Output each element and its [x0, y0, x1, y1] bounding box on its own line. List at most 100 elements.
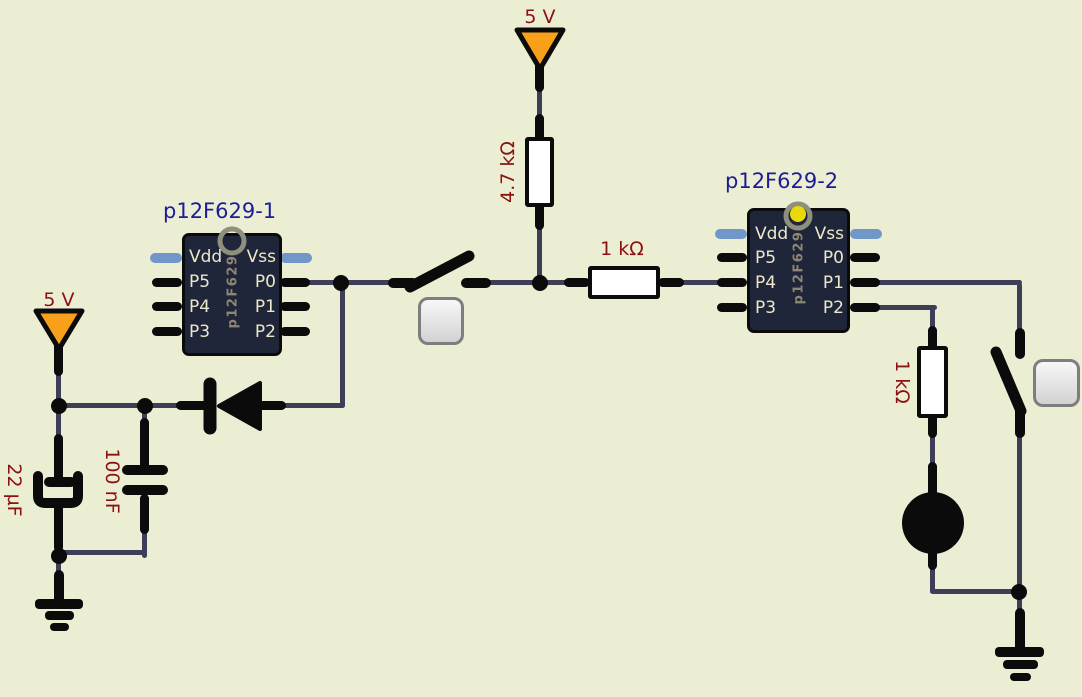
chip1-pin-p4	[152, 302, 182, 311]
junction-dot	[51, 398, 67, 414]
chip2-pin-label: P5	[755, 248, 777, 268]
chip2-pin-label: P2	[822, 298, 844, 318]
resistor-1k-led[interactable]	[917, 346, 948, 418]
wire-segment	[56, 556, 61, 576]
resistor-4k7-label: 4.7 kΩ	[497, 141, 519, 203]
chip1-title: p12F629-1	[163, 199, 277, 223]
chip2-pin-label: P3	[755, 298, 777, 318]
chip1-pin-p2	[280, 327, 310, 336]
chip2-pin-vdd	[715, 229, 747, 239]
chip2-pin-label: P0	[822, 248, 844, 268]
chip1-pin-vdd	[150, 253, 182, 263]
wire-segment	[537, 86, 542, 120]
junction-dot	[51, 548, 67, 564]
chip1-pin-vss	[280, 253, 312, 263]
ground-left-bar	[50, 623, 69, 631]
ground-right-bar	[995, 647, 1044, 657]
chip2-pin-p0	[850, 253, 880, 262]
junction-dot	[137, 398, 153, 414]
wire-segment	[59, 550, 147, 555]
chip2-pin-label: P1	[822, 273, 844, 293]
cap-lead	[140, 494, 149, 534]
wire-segment	[678, 280, 724, 285]
chip2-part-label: p12F629	[791, 230, 807, 305]
wire-segment	[931, 589, 1022, 594]
switch-mid-contact[interactable]	[388, 278, 418, 288]
resistor-1k-series[interactable]	[588, 266, 660, 299]
wire-segment	[142, 530, 147, 558]
chip1-pin-label: P1	[254, 297, 276, 317]
pushbutton-mid[interactable]	[418, 297, 464, 345]
led-lead	[928, 462, 937, 496]
chip1-pin-label: P0	[254, 272, 276, 292]
cap-22uf-label: 22 µF	[3, 463, 25, 517]
chip2-pin-p4	[717, 278, 747, 287]
chip2-pin-p5	[717, 253, 747, 262]
resistor-lead	[535, 202, 544, 230]
ground-left-stem[interactable]	[54, 570, 64, 604]
wire-segment	[930, 566, 935, 594]
led-lead	[928, 550, 937, 570]
resistor-1k-led-label: 1 kΩ	[891, 360, 913, 404]
wire-segment	[59, 403, 149, 408]
chip1-pin-p5	[152, 278, 182, 287]
chip1-pin-p1	[280, 302, 310, 311]
switch-mid-contact[interactable]	[461, 278, 491, 288]
wire-segment	[142, 408, 147, 424]
switch-right-contact[interactable]	[1015, 328, 1025, 359]
chip2-pin-label: Vss	[814, 224, 844, 244]
led-indicator[interactable]	[902, 492, 964, 554]
diode-lead	[254, 401, 286, 410]
chip1-pin-label: P3	[189, 322, 211, 342]
cap-22uf-plate[interactable]	[44, 477, 76, 487]
wire-segment	[875, 305, 937, 310]
wire-segment	[340, 285, 345, 408]
wire-segment	[930, 434, 935, 468]
wire-segment	[56, 370, 61, 410]
wire-segment	[537, 226, 542, 286]
wire-segment	[283, 403, 345, 408]
resistor-lead	[564, 278, 590, 287]
cap-lead	[54, 434, 63, 484]
chip2-pin-p1	[850, 278, 880, 287]
resistor-lead	[535, 114, 544, 142]
ground-left-bar	[45, 611, 74, 620]
chip1-part-label: p12F629	[225, 254, 241, 329]
wire-segment	[1017, 283, 1022, 335]
chip2-pin-label: P4	[755, 273, 777, 293]
chip1-pin-label: Vdd	[189, 247, 223, 267]
cap-100nf-label: 100 nF	[101, 448, 123, 514]
cap-100nf-plate[interactable]	[122, 485, 168, 495]
supply-left-label: 5 V	[43, 289, 75, 311]
chip1-pin-label: P4	[189, 297, 211, 317]
wire-segment	[306, 280, 396, 285]
wire-segment	[486, 280, 574, 285]
ground-left-bar	[35, 599, 83, 609]
cap-lead	[140, 418, 149, 470]
pushbutton-right[interactable]	[1033, 359, 1080, 407]
resistor-lead	[928, 412, 937, 438]
cap-lead	[54, 502, 63, 552]
ground-right-stem[interactable]	[1015, 608, 1025, 652]
chip2-pin-label: Vdd	[755, 224, 789, 244]
diode-lead	[176, 401, 208, 410]
wire-segment	[145, 403, 180, 408]
junction-dot	[333, 275, 349, 291]
resistor-4k7[interactable]	[525, 137, 554, 207]
wire-segment	[56, 408, 61, 440]
chip1-pin-p0	[280, 278, 310, 287]
chip1-pin-label: P2	[254, 322, 276, 342]
chip1-pin-label: Vss	[246, 247, 276, 267]
ground-right-bar	[1010, 673, 1031, 681]
chip1-pin-label: P5	[189, 272, 211, 292]
supply-left-stem	[54, 342, 63, 376]
junction-dot	[532, 275, 548, 291]
junction-dot	[1011, 584, 1027, 600]
resistor-lead	[928, 326, 937, 352]
cap-100nf-plate[interactable]	[122, 465, 168, 475]
supply-top-stem	[535, 58, 544, 92]
switch-right-contact[interactable]	[1015, 404, 1025, 438]
chip2-pin-p3	[717, 303, 747, 312]
switch-right-lever[interactable]	[990, 346, 1027, 417]
